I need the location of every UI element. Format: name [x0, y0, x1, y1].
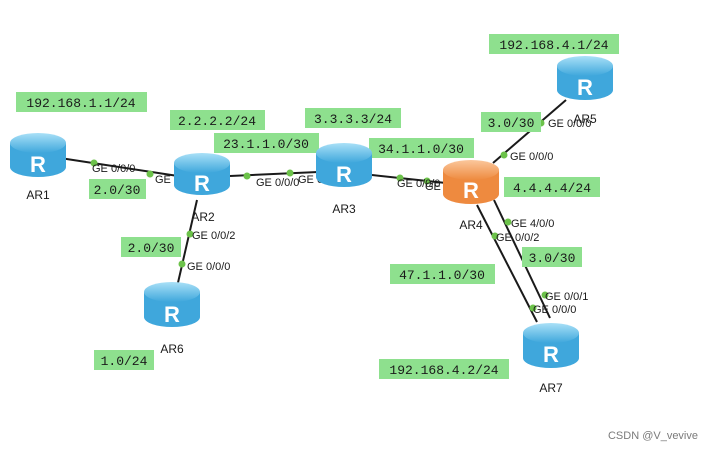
router-label: AR3	[332, 202, 356, 216]
port-dot	[286, 169, 294, 177]
subnet-label: 2.2.2.2/24	[170, 110, 265, 130]
port-label: GE 0/0/0	[187, 261, 230, 273]
link-ar1-ar2[interactable]	[59, 157, 179, 177]
subnet-label: 3.3.3.3/24	[305, 108, 401, 128]
router-label: AR5	[573, 112, 597, 126]
svg-text:1.0/24: 1.0/24	[101, 354, 148, 369]
router-ar2[interactable]: R AR2	[174, 153, 230, 224]
link-ar3-ar4[interactable]	[371, 174, 447, 184]
subnet-label: 1.0/24	[94, 350, 154, 370]
port-label: GE 0/0/0	[397, 178, 440, 190]
watermark: CSDN @V_vevive	[608, 430, 698, 442]
svg-text:47.1.1.0/30: 47.1.1.0/30	[399, 268, 485, 283]
router-label: AR7	[539, 381, 563, 395]
subnet-label: 192.168.4.1/24	[489, 34, 619, 54]
router-ar1[interactable]: R AR1	[10, 133, 66, 202]
router-icon: R	[194, 171, 210, 196]
subnet-label: 2.0/30	[89, 179, 146, 199]
svg-text:192.168.4.1/24: 192.168.4.1/24	[499, 38, 608, 53]
router-ar4[interactable]: R AR4	[443, 160, 499, 232]
router-icon: R	[164, 302, 180, 327]
router-icon: R	[543, 342, 559, 367]
svg-text:2.0/30: 2.0/30	[94, 183, 141, 198]
port-label: GE 0/0/0	[533, 304, 576, 316]
subnet-label: 192.168.1.1/24	[16, 92, 147, 112]
router-ar7[interactable]: R AR7	[523, 323, 579, 395]
port-dots-layer	[90, 119, 549, 312]
subnet-label: 34.1.1.0/30	[369, 138, 474, 158]
router-icon: R	[577, 75, 593, 100]
port-dot	[423, 177, 431, 185]
port-dot	[491, 232, 499, 240]
router-label: AR1	[26, 188, 50, 202]
svg-text:192.168.1.1/24: 192.168.1.1/24	[26, 96, 135, 111]
port-dot	[243, 172, 251, 180]
port-dot	[186, 230, 194, 238]
svg-text:23.1.1.0/30: 23.1.1.0/30	[223, 137, 309, 152]
port-dot	[504, 218, 512, 226]
router-label: AR2	[191, 210, 215, 224]
subnet-label: 4.4.4.4/24	[504, 177, 600, 197]
port-dot	[178, 260, 186, 268]
port-label: GE 0/0/0	[548, 118, 591, 130]
svg-text:2.2.2.2/24: 2.2.2.2/24	[178, 114, 256, 129]
routers-layer: R AR1 R AR2 R AR3 R AR4 R AR5	[10, 56, 613, 395]
port-label: GE 0/0/0	[92, 163, 135, 175]
svg-text:34.1.1.0/30: 34.1.1.0/30	[378, 142, 464, 157]
subnet-label: 47.1.1.0/30	[390, 264, 495, 284]
svg-text:4.4.4.4/24: 4.4.4.4/24	[513, 181, 591, 196]
svg-text:192.168.4.2/24: 192.168.4.2/24	[389, 363, 498, 378]
router-label: AR6	[160, 342, 184, 356]
port-label: GE 4/0/0	[511, 218, 554, 230]
link-ar2-ar6[interactable]	[176, 199, 198, 288]
subnet-label: 3.0/30	[522, 247, 582, 267]
port-dot	[146, 170, 154, 178]
subnet-label: 23.1.1.0/30	[214, 133, 319, 153]
svg-text:3.0/30: 3.0/30	[488, 116, 535, 131]
router-icon: R	[336, 162, 352, 187]
port-dot	[90, 159, 98, 167]
port-label: GE 0/0/0	[256, 177, 299, 189]
port-label: GE 0/0/1	[545, 291, 588, 303]
subnet-label: 3.0/30	[481, 112, 541, 132]
port-dot	[529, 304, 537, 312]
link-ar4-ar7-b[interactable]	[476, 204, 538, 323]
subnet-label: 192.168.4.2/24	[379, 359, 509, 379]
router-ar5[interactable]: R AR5	[557, 56, 613, 126]
port-dot	[541, 291, 549, 299]
svg-text:3.3.3.3/24: 3.3.3.3/24	[314, 112, 392, 127]
subnet-label: 2.0/30	[121, 237, 181, 257]
router-label: AR4	[459, 218, 483, 232]
router-icon: R	[30, 152, 46, 177]
port-dot	[396, 174, 404, 182]
port-label: GE 0/0/2	[496, 232, 539, 244]
port-dot	[500, 151, 508, 159]
router-icon: R	[463, 178, 479, 203]
svg-text:3.0/30: 3.0/30	[529, 251, 576, 266]
router-ar6[interactable]: R AR6	[144, 282, 200, 356]
router-ar3[interactable]: R AR3	[316, 143, 372, 216]
svg-text:2.0/30: 2.0/30	[128, 241, 175, 256]
port-label: GE 0/0/2	[192, 230, 235, 242]
subnet-labels-layer: 192.168.4.1/24 192.168.1.1/24 2.2.2.2/24…	[16, 34, 619, 379]
port-label: GE 0/0/0	[510, 151, 553, 163]
